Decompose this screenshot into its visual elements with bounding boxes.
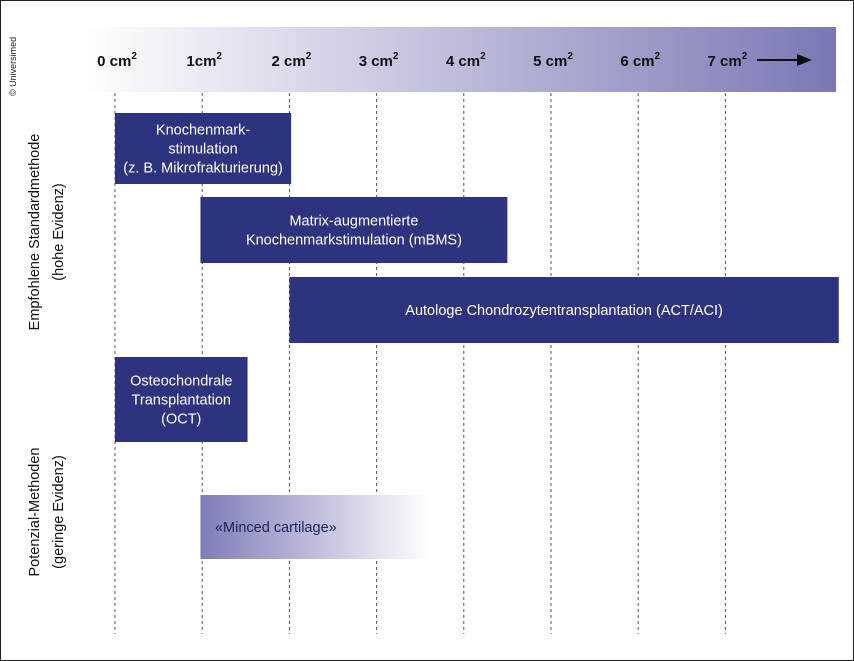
group-label-1-line-1: Empfohlene Standardmethode [27, 134, 43, 331]
x-tick-label-7: 7 cm2 [708, 51, 748, 70]
group-labels: Empfohlene Standardmethode (hohe Evidenz)… [27, 134, 67, 577]
bar-3 [289, 277, 839, 343]
axis-arrow-icon [757, 54, 812, 66]
bar-5 [200, 495, 429, 559]
x-tick-label-4: 4 cm2 [446, 51, 486, 70]
axis-header-band [85, 27, 836, 92]
bar-label-3: Autologe Chondrozytentransplantation (AC… [405, 303, 723, 319]
bar-1 [115, 113, 292, 184]
bar-label-5: «Minced cartilage» [215, 520, 337, 536]
group-label-2-line-2: (geringe Evidenz) [51, 455, 67, 569]
group-label-2-line-1: Potenzial-Methoden [27, 448, 43, 577]
x-tick-label-3: 3 cm2 [359, 51, 399, 70]
x-tick-label-1: 1cm2 [186, 51, 222, 70]
x-axis-ticks: 0 cm2 1cm2 2 cm2 3 cm2 4 cm2 5 cm2 6 cm2 7 cm2 [97, 51, 748, 70]
bar-label-1: Knochenmark-stimulation(z. B. Mikrofrakt… [123, 123, 283, 177]
x-tick-label-5: 5 cm2 [533, 51, 573, 70]
x-tick-label-6: 6 cm2 [620, 51, 660, 70]
bar-4 [115, 357, 248, 442]
group-label-1-line-2: (hohe Evidenz) [51, 183, 67, 281]
copyright-text: © Universimed [8, 37, 18, 96]
x-tick-label-2: 2 cm2 [272, 51, 312, 70]
range-bars: Knochenmark-stimulation(z. B. Mikrofrakt… [115, 113, 839, 559]
bar-2 [200, 197, 508, 263]
x-tick-label-0: 0 cm2 [97, 51, 137, 70]
